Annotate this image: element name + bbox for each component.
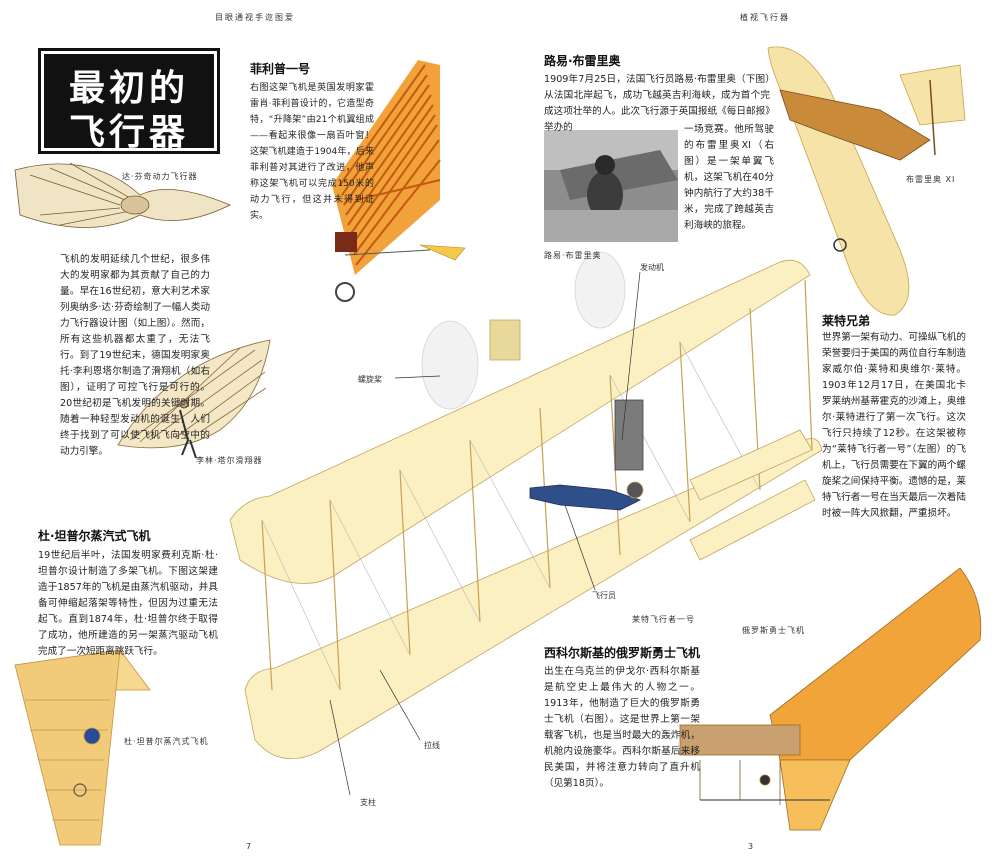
bleriot-body-side: 一场竞赛。他所驾驶的布雷里奥XI（右图）是一架单翼飞机，这架飞机在40分钟内航行…	[684, 124, 774, 231]
bleriot-xi-caption: 布雷里奥 XI	[906, 175, 956, 184]
page-title-line2: 飞行器	[68, 111, 189, 153]
dutemple-body: 19世纪后半叶，法国发明家费利克斯·杜·坦普尔设计制造了多架飞机。下图这架建造于…	[38, 550, 218, 657]
bleriot-heading: 路易·布雷里奥	[544, 54, 621, 68]
page-number-right: 3	[748, 842, 754, 851]
wright-flyer-illustration	[229, 251, 823, 760]
running-head-left: 目眼通视手迩图爱	[215, 13, 295, 22]
dutemple-heading: 杜·坦普尔蒸汽式飞机	[38, 529, 151, 543]
page-title-box: 最初的 飞行器	[38, 48, 220, 154]
lilienthal-glider-illustration	[117, 339, 271, 459]
sikorsky-body: 出生在乌克兰的伊戈尔·西科尔斯基是航空史上最伟大的人物之一。1913年，他制造了…	[544, 666, 700, 789]
phillips-heading: 菲利普一号	[250, 62, 311, 76]
page-title-line1: 最初的	[68, 67, 189, 109]
lilienthal-caption: 李林·塔尔滑翔器	[196, 456, 263, 465]
label-leader-lines	[329, 271, 641, 796]
bleriot-photo-caption: 路易·布雷里奥	[544, 251, 602, 260]
dutemple-steam-aircraft-illustration	[14, 649, 151, 846]
sikorsky-heading: 西科尔斯基的俄罗斯勇士飞机	[544, 646, 701, 660]
bleriot-body-top: 1909年7月25日，法国飞行员路易·布雷里奥（下图）从法国北岸起飞，成功飞越英…	[544, 74, 770, 133]
sikorsky-illustration	[679, 567, 982, 831]
wright-body: 世界第一架有动力、可操纵飞机的荣誉要归于美国的两位自行车制造家威尔伯·莱特和奥维…	[822, 332, 966, 519]
sikorsky-caption: 俄罗斯勇士飞机	[742, 626, 805, 635]
page-number-left: 7	[246, 842, 252, 851]
wright-flyer-caption: 莱特飞行者一号	[632, 615, 695, 624]
running-head-right: 植视飞行器	[740, 13, 790, 22]
wright-heading: 莱特兄弟	[822, 314, 871, 328]
label-propeller: 螺旋桨	[358, 375, 382, 384]
phillips-body: 右图这架飞机是英国发明家霍雷肖·菲利普设计的，它造型奇特，“升降架”由21个机翼…	[250, 83, 374, 221]
bleriot-photo	[544, 130, 678, 242]
intro-body: 飞机的发明延续几个世纪，很多伟大的发明家都为其贡献了自己的力量。早在16世纪初，…	[60, 254, 211, 457]
label-strut: 支柱	[360, 798, 376, 807]
phillips-multiplane-illustration	[332, 60, 466, 302]
label-engine: 发动机	[640, 263, 664, 272]
davinci-flyer-illustration	[14, 162, 231, 228]
dutemple-caption: 杜·坦普尔蒸汽式飞机	[124, 737, 209, 746]
bleriot-xi-illustration	[767, 46, 966, 316]
davinci-caption: 达·芬奇动力飞行器	[122, 172, 198, 181]
label-wire: 拉线	[424, 741, 440, 750]
label-pilot: 飞行员	[592, 591, 616, 600]
